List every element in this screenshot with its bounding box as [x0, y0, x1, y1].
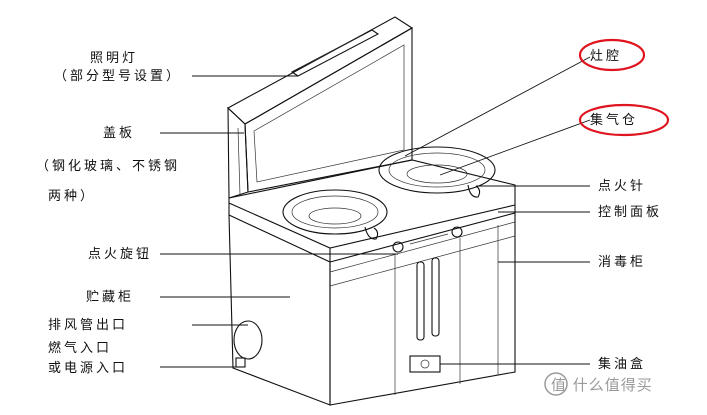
left-labels: 照明灯 （部分型号设置） 盖板 （钢化玻璃、不锈钢 两种） 点火旋钮 贮藏柜 排… [36, 51, 182, 376]
label-cover-material-2: 两种） [48, 189, 96, 204]
stove-illustration [227, 16, 516, 406]
label-exhaust-outlet: 排风管出口 [48, 318, 128, 333]
label-gas-collector: 集气仓 [590, 112, 638, 128]
label-disinfection-cabinet: 消毒柜 [598, 255, 646, 270]
burner-left [282, 189, 388, 240]
burner-right [378, 146, 496, 198]
label-gas-inlet: 燃气入口 [48, 340, 112, 356]
label-stove-chamber: 灶腔 [590, 49, 622, 64]
cabinet-body [228, 212, 516, 406]
highlight-gas-collector [578, 103, 670, 137]
label-lighting-lamp: 照明灯 [90, 51, 138, 66]
lighting-lamp [290, 29, 380, 77]
right-labels: 灶腔 集气仓 点火针 控制面板 消毒柜 集油盒 [590, 49, 662, 372]
leader-lines [160, 56, 591, 368]
label-cover-plate: 盖板 [103, 126, 135, 141]
label-oil-box: 集油盒 [598, 356, 646, 372]
label-storage-cabinet: 贮藏柜 [86, 290, 134, 305]
label-ignition-knob: 点火旋钮 [88, 247, 152, 262]
cover-lid [227, 16, 414, 199]
label-power-inlet: 或电源入口 [48, 361, 128, 376]
label-control-panel: 控制面板 [598, 205, 662, 220]
label-lighting-note: （部分型号设置） [54, 69, 182, 84]
ignition-knob-left [392, 241, 404, 253]
watermark: 值 什么值得买 [544, 372, 653, 396]
label-ignition-needle: 点火针 [598, 179, 646, 194]
exhaust-outlet [233, 320, 263, 360]
door-handle-right [431, 257, 440, 337]
gas-inlet [235, 357, 246, 368]
watermark-text: 值 什么值得买 [551, 376, 653, 394]
watermark-icon [544, 372, 568, 396]
ignition-knob-right [451, 226, 463, 238]
highlight-stove-chamber [578, 38, 646, 72]
cooktop [228, 159, 516, 262]
door-handle-left [416, 261, 425, 341]
label-cover-material: （钢化玻璃、不锈钢 [36, 159, 180, 174]
oil-box [409, 355, 441, 373]
